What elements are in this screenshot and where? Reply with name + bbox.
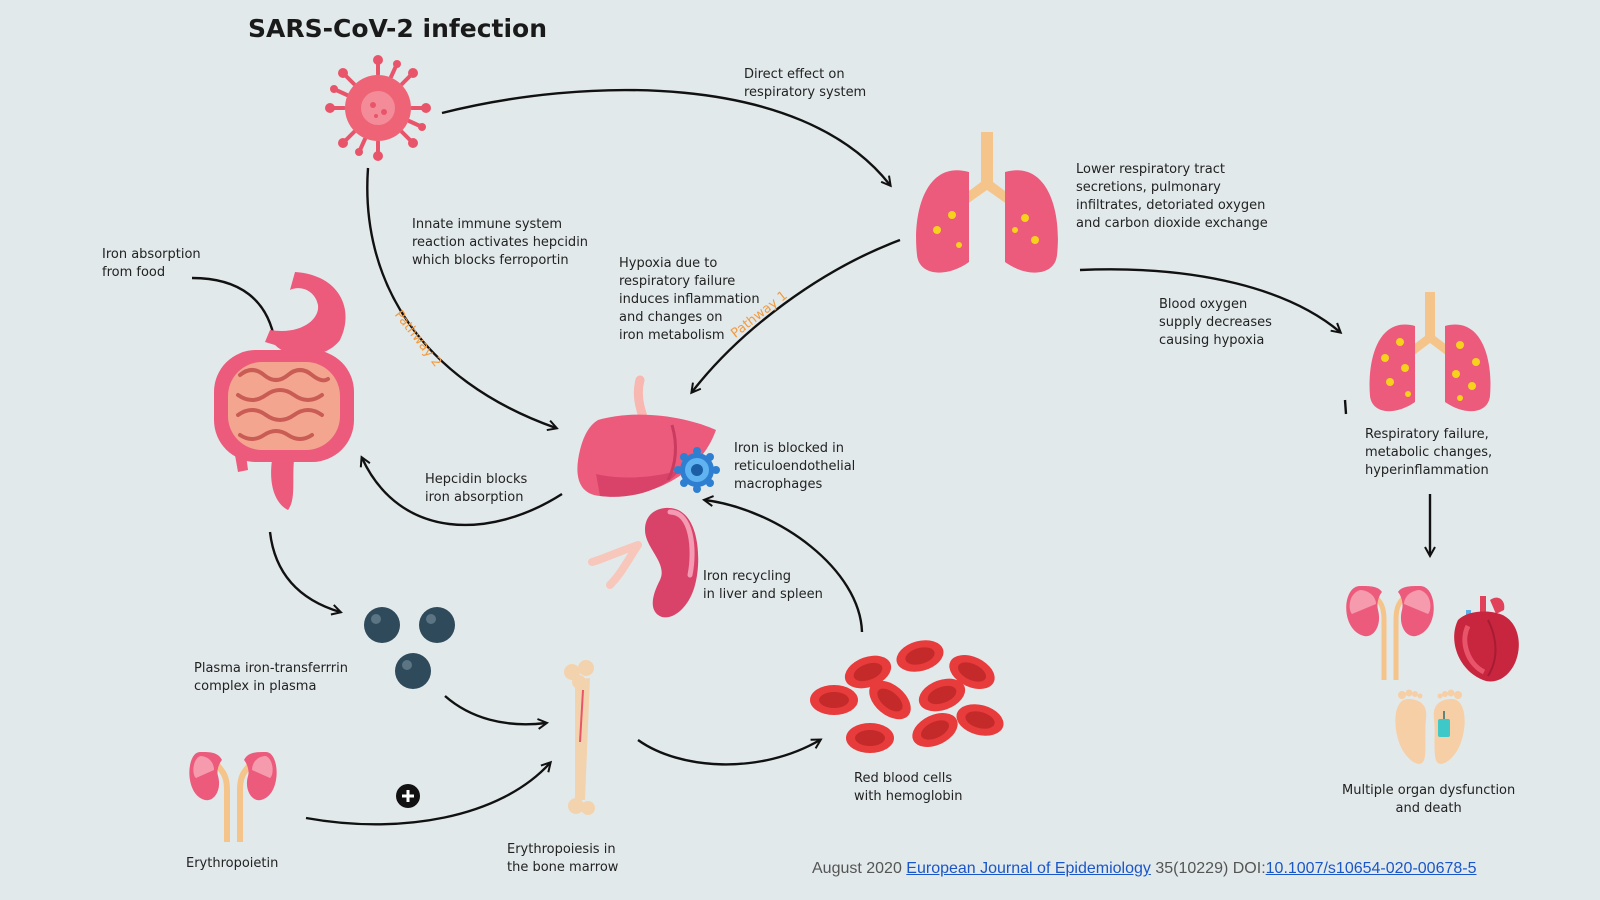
macrophage-icon [674, 447, 720, 493]
red-blood-cell-center [957, 662, 987, 682]
red-blood-cell-center [819, 692, 849, 708]
citation-date: August 2020 [812, 860, 907, 877]
red-blood-cell-center [920, 720, 950, 740]
heart-icon [1454, 596, 1519, 682]
liver-icon [577, 375, 716, 497]
stomach-intestine-icon [214, 272, 354, 510]
hepcidin-blocks-label: Hepcidin blocks iron absorption [425, 472, 528, 505]
iron-recycling-label: Iron recycling in liver and spleen [703, 569, 823, 602]
red-blood-cell-center [905, 647, 935, 665]
arrow-intestine-to-iron [268, 531, 340, 612]
iron-transferrin-icon [364, 607, 455, 689]
citation: August 2020 European Journal of Epidemio… [812, 860, 1476, 878]
virus-icon [325, 55, 431, 161]
red-blood-cell-center [927, 685, 957, 705]
red-blood-cell-center [853, 662, 883, 682]
lungs-icon [916, 132, 1058, 273]
arrow-virus-to-lungs [441, 88, 890, 185]
feet-toe-tag-icon [1395, 689, 1465, 764]
kidney-icon [189, 752, 277, 842]
arrow-bone-to-rbc [637, 740, 820, 766]
arrow-kidney-to-bone [305, 763, 550, 826]
kidney-icon [1346, 586, 1434, 680]
red-blood-cell-center [877, 688, 903, 712]
red-blood-cell-center [965, 711, 995, 729]
arrow-lungs-to-liver [692, 238, 901, 392]
arrow-liver-to-intestine [362, 458, 563, 527]
multiple-organ-label: Multiple organ dysfunction and death [1342, 783, 1516, 816]
citation-volume: 35(10229) DOI: [1150, 860, 1266, 877]
page-title: SARS-CoV-2 infection [248, 14, 548, 43]
doi-link[interactable]: 10.1007/s10654-020-00678-5 [1265, 860, 1477, 877]
erythropoietin-label: Erythropoietin [186, 856, 279, 871]
red-blood-cell-center [855, 730, 885, 746]
lower-respiratory-label: Lower respiratory tract secretions, pulm… [1076, 162, 1268, 231]
innate-immune-label: Innate immune system reaction activates … [412, 217, 589, 268]
erythropoiesis-label: Erythropoiesis in the bone marrow [507, 842, 619, 875]
arrow-lungs-to-damaged-lungs [1079, 268, 1340, 332]
small-tick [1343, 399, 1348, 415]
plasma-iron-label: Plasma iron-transferrrin complex in plas… [194, 661, 348, 694]
arrow-iron-to-bone [444, 695, 546, 724]
arrows [191, 88, 1430, 826]
red-blood-cells-icon [810, 640, 1004, 753]
respiratory-failure-label: Respiratory failure, metabolic changes, … [1365, 427, 1493, 478]
direct-effect-label: Direct effect on respiratory system [744, 67, 867, 100]
iron-blocked-label: Iron is blocked in reticuloendothelial m… [734, 441, 856, 492]
lungs-damaged-icon [1369, 292, 1491, 412]
blood-oxygen-label: Blood oxygen supply decreases causing hy… [1159, 297, 1272, 348]
bone-icon [564, 660, 595, 815]
journal-link[interactable]: European Journal of Epidemiology [906, 860, 1151, 877]
spleen-icon [588, 507, 699, 618]
hypoxia-label: Hypoxia due to respiratory failure induc… [619, 256, 760, 343]
plus-icon [396, 784, 420, 808]
red-blood-cells-label: Red blood cells with hemoglobin [854, 771, 963, 804]
arrow-food-to-intestine [191, 276, 275, 342]
arrow-virus-to-liver [366, 167, 556, 428]
arrow-rbc-to-liver [705, 500, 864, 633]
iron-absorption-label: Iron absorption from food [102, 247, 201, 280]
